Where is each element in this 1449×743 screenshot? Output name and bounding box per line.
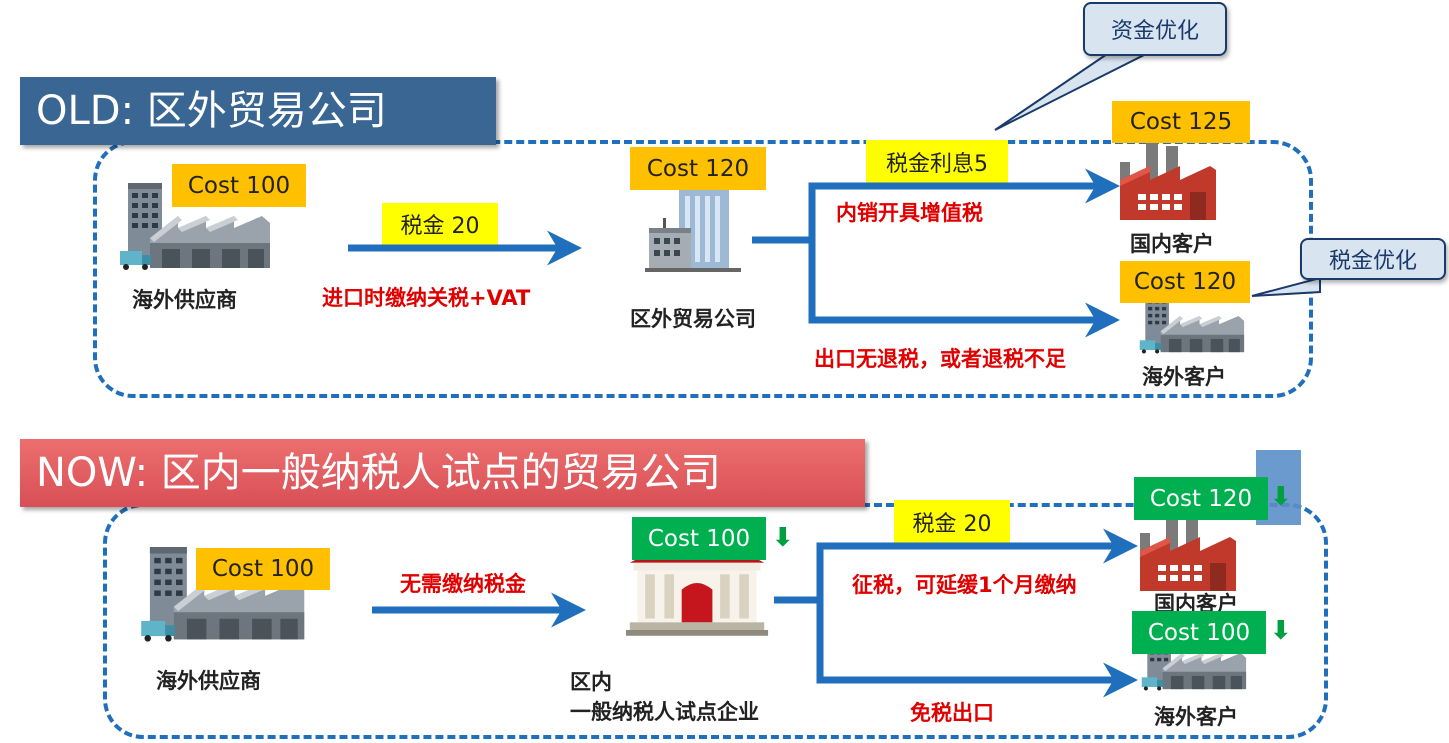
now-export-note: 免税出口 (910, 701, 994, 725)
now-supplier-cost: Cost 100 (196, 548, 330, 590)
old-company-cost: Cost 120 (630, 147, 766, 190)
now-domestic-customer-cost: Cost 120 (1134, 477, 1268, 520)
old-export-note: 出口无退税，或者退税不足 (814, 347, 1066, 371)
old-overseas-customer-label: 海外客户 (1142, 365, 1226, 389)
now-section-title: NOW: 区内一般纳税人试点的贸易公司 (20, 439, 865, 507)
old-section-title: OLD: 区外贸易公司 (20, 77, 496, 145)
now-company-label-line1: 区内 (570, 670, 612, 694)
now-company-down-icon: ⬇ (772, 523, 794, 553)
now-overseas-customer-cost: Cost 100 (1132, 611, 1266, 654)
callout-tax-optimization: 税金优化 (1300, 238, 1446, 280)
now-overseas-customer-label: 海外客户 (1154, 705, 1238, 729)
old-domestic-customer-label: 国内客户 (1130, 232, 1214, 256)
old-interest-tag: 税金利息5 (866, 140, 1008, 183)
old-domestic-note: 内销开具增值税 (836, 201, 983, 225)
old-supplier-label: 海外供应商 (132, 288, 237, 312)
now-overseas-down-icon: ⬇ (1270, 616, 1292, 646)
now-company-cost: Cost 100 (632, 517, 766, 560)
now-tax-tag: 税金 20 (894, 500, 1010, 543)
old-import-note: 进口时缴纳关税+VAT (322, 286, 531, 310)
old-tax-tag: 税金 20 (382, 203, 498, 245)
old-export-arrow (808, 240, 1120, 338)
now-domestic-arrow (774, 528, 1138, 604)
now-no-tax-note: 无需缴纳税金 (400, 572, 526, 596)
callout-fund-optimization: 资金优化 (1083, 2, 1227, 56)
now-export-arrow (816, 600, 1138, 698)
now-domestic-down-icon: ⬇ (1270, 482, 1292, 512)
old-company-label: 区外贸易公司 (630, 307, 756, 331)
old-domestic-customer-cost: Cost 125 (1112, 101, 1250, 143)
now-company-label-line2: 一般纳税人试点企业 (570, 700, 759, 724)
old-overseas-customer-cost: Cost 120 (1120, 261, 1250, 303)
now-domestic-note: 征税，可延缓1个月缴纳 (852, 573, 1077, 597)
old-supplier-cost: Cost 100 (172, 164, 306, 207)
old-domestic-arrow (752, 168, 1120, 244)
now-supplier-label: 海外供应商 (156, 669, 261, 693)
